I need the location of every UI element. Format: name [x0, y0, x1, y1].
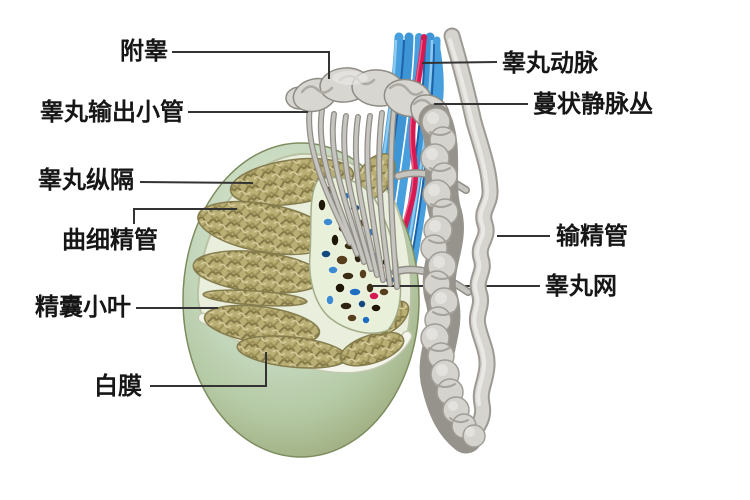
leader-seminiferous-tubules [133, 208, 237, 224]
label-vas-deferens: 输精管 [556, 222, 628, 250]
label-mediastinum-testis: 睾丸纵隔 [38, 166, 134, 194]
label-efferent-ductules: 睾丸输出小管 [40, 98, 184, 126]
leader-lines [133, 51, 550, 387]
leader-epididymis [172, 51, 330, 79]
label-rete-testis: 睾丸网 [545, 272, 617, 300]
label-epididymis: 附睾 [120, 37, 168, 65]
label-tunica-albuginea: 白膜 [94, 372, 142, 400]
efferent-ductules-tubes [306, 103, 400, 290]
label-testicular-artery: 睾丸动脉 [502, 49, 598, 77]
label-pampiniform-plexus: 蔓状静脉丛 [533, 90, 653, 118]
testis-body [182, 142, 420, 458]
leader-mediastinum-testis [139, 181, 254, 184]
label-seminiferous-tubules: 曲细精管 [62, 226, 158, 254]
epididymis-head [285, 67, 450, 130]
vas-deferens-duct [443, 27, 499, 447]
leader-testicular-artery [421, 61, 498, 64]
label-testis-lobule: 精囊小叶 [35, 293, 131, 321]
leader-tunica-albuginea [150, 352, 267, 387]
epididymis-body-tail-coil [418, 103, 486, 454]
